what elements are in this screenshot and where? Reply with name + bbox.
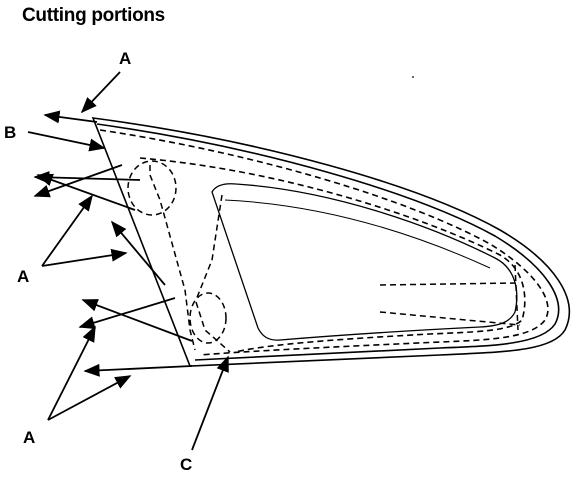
label-b: B: [4, 123, 16, 142]
dashed-right-upper: [379, 282, 516, 286]
arrow-a-left-pointer-2: [41, 248, 128, 267]
arrow-upper-out-3: [33, 164, 123, 198]
arrow-lower-out-1: [78, 297, 176, 329]
molding-dashed-outer: [99, 129, 549, 356]
arrow-lower-out-2: [81, 299, 193, 342]
label-c: C: [180, 455, 192, 474]
molding-dashed-inner: [139, 157, 526, 353]
dashed-diagonal-inner: [195, 194, 223, 301]
cutting-circles: [127, 160, 227, 344]
dashed-left-vertical: [149, 165, 196, 351]
glass-opening: [211, 183, 518, 341]
label-a-bottom: A: [23, 428, 35, 447]
arrow-a-bottom-pointer-1: [47, 325, 96, 421]
glass-edge-inner: [96, 123, 560, 361]
arrow-a-top-pointer: [80, 71, 121, 114]
cutting-circle-lower: [189, 292, 227, 344]
diagram-title: Cutting portions: [22, 5, 165, 26]
arrow-c-pointer: [191, 355, 229, 451]
label-a-left: A: [17, 267, 29, 286]
stray-dot: [412, 76, 414, 78]
dashed-bottom-left: [195, 301, 231, 353]
internal-dashed-lines: [149, 165, 521, 353]
arrow-bottom-out: [83, 363, 193, 377]
arrows: [27, 71, 229, 451]
opening-trim-line: [224, 199, 491, 269]
arrow-b-pointer: [27, 131, 106, 152]
arrow-mid-out: [110, 220, 166, 286]
label-a-top: A: [119, 49, 131, 68]
cutting-circle-upper: [127, 160, 177, 216]
glass-outer-edge: [91, 117, 571, 367]
dashed-right-end: [514, 264, 519, 331]
arrow-a-bottom-pointer-2: [47, 375, 132, 421]
arrow-a-top-out: [43, 110, 98, 124]
dashed-right-lower: [379, 311, 521, 326]
glass-outline: [91, 117, 571, 367]
arrow-a-left-pointer-1: [41, 194, 93, 267]
arrow-upper-out-2: [36, 173, 136, 211]
